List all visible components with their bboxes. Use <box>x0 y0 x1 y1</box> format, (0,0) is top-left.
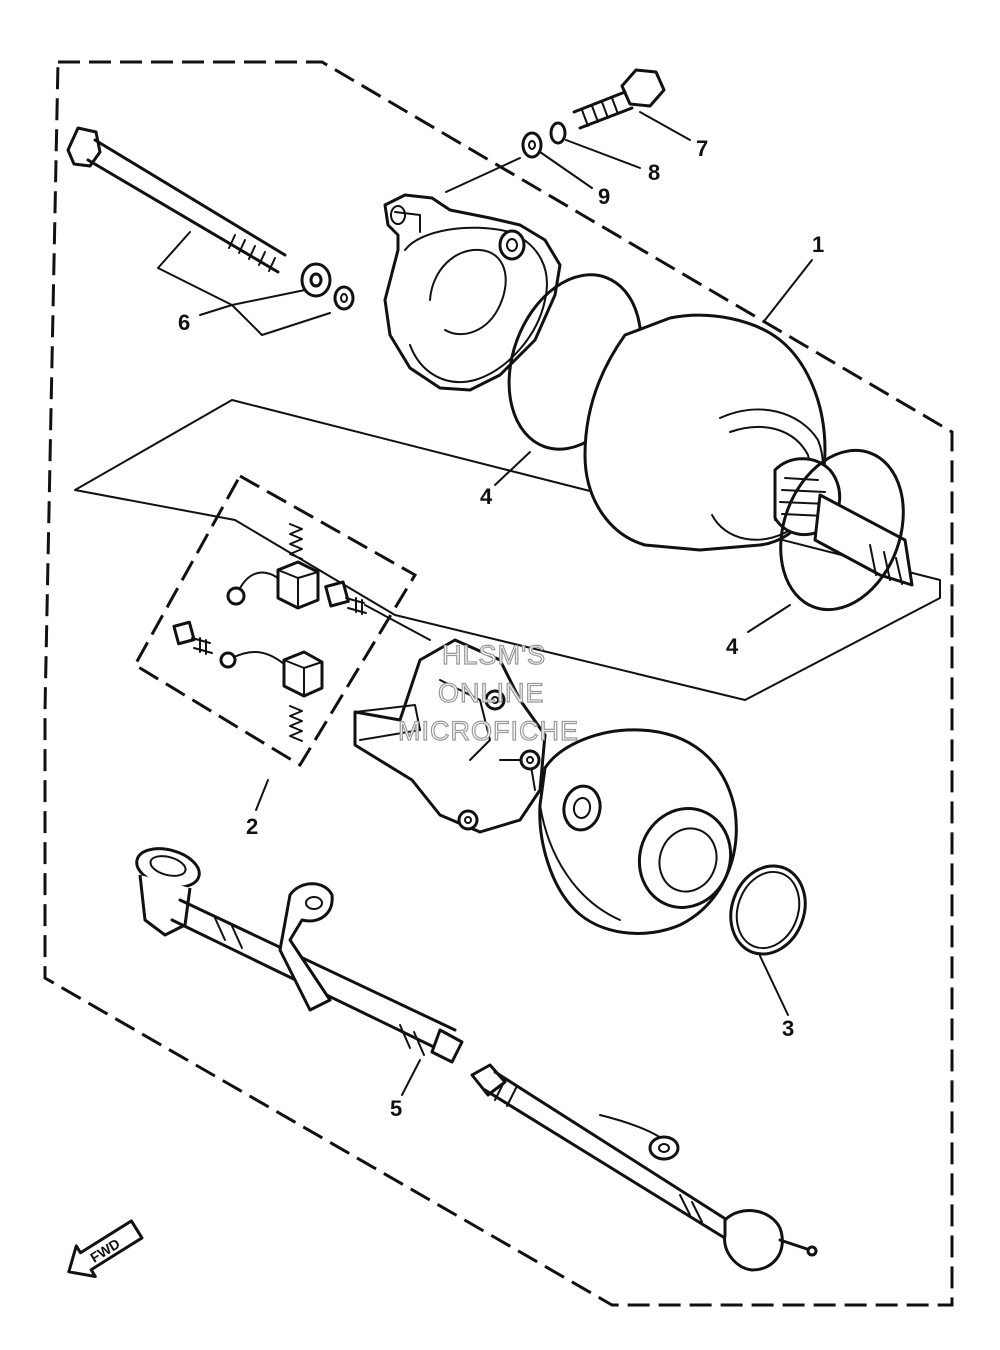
plain-washer <box>521 131 543 159</box>
callout-8: 8 <box>648 160 660 185</box>
leader-1 <box>764 259 813 321</box>
through-bolt <box>66 126 287 274</box>
callout-4-upper: 4 <box>480 484 493 509</box>
lead-wire-right <box>470 1063 818 1272</box>
leader-7 <box>639 111 691 141</box>
yoke-assembly <box>583 313 842 552</box>
leader-4a <box>494 451 531 486</box>
lock-washer <box>549 121 567 145</box>
watermark-line-3: MICROFICHE <box>398 716 579 746</box>
end-cover <box>538 728 738 935</box>
inner-group-outline <box>74 399 941 701</box>
callout-1: 1 <box>812 232 824 257</box>
brush-set <box>172 523 367 742</box>
lead-wire-left <box>135 847 464 1064</box>
brush-holder <box>353 638 547 834</box>
washer-lock <box>333 285 355 311</box>
watermark-line-2: ONLINE <box>438 678 545 708</box>
watermark: HLSM'S ONLINE MICROFICHE <box>397 639 579 746</box>
callout-6: 6 <box>178 310 190 335</box>
leader-3 <box>759 955 789 1016</box>
leader-4b <box>747 604 791 633</box>
callout-9: 9 <box>598 184 610 209</box>
fwd-arrow-icon: FWD <box>67 1219 144 1278</box>
o-ring-end <box>729 864 807 956</box>
callout-3: 3 <box>782 1016 794 1041</box>
callout-5: 5 <box>390 1096 402 1121</box>
callout-2: 2 <box>246 814 258 839</box>
leader-8 <box>565 139 641 169</box>
leader-5 <box>401 1059 421 1096</box>
rear-cover <box>383 193 562 392</box>
callout-4-lower: 4 <box>726 634 739 659</box>
leader-2 <box>255 779 269 811</box>
armature-shaft <box>813 493 914 587</box>
mounting-bolt <box>572 68 666 130</box>
assembly-boundary <box>43 60 954 1307</box>
watermark-line-1: HLSM'S <box>442 640 546 670</box>
callout-7: 7 <box>696 136 708 161</box>
o-ring-lower <box>779 448 905 612</box>
brush-set-box <box>132 473 418 768</box>
leader-9 <box>539 151 593 189</box>
